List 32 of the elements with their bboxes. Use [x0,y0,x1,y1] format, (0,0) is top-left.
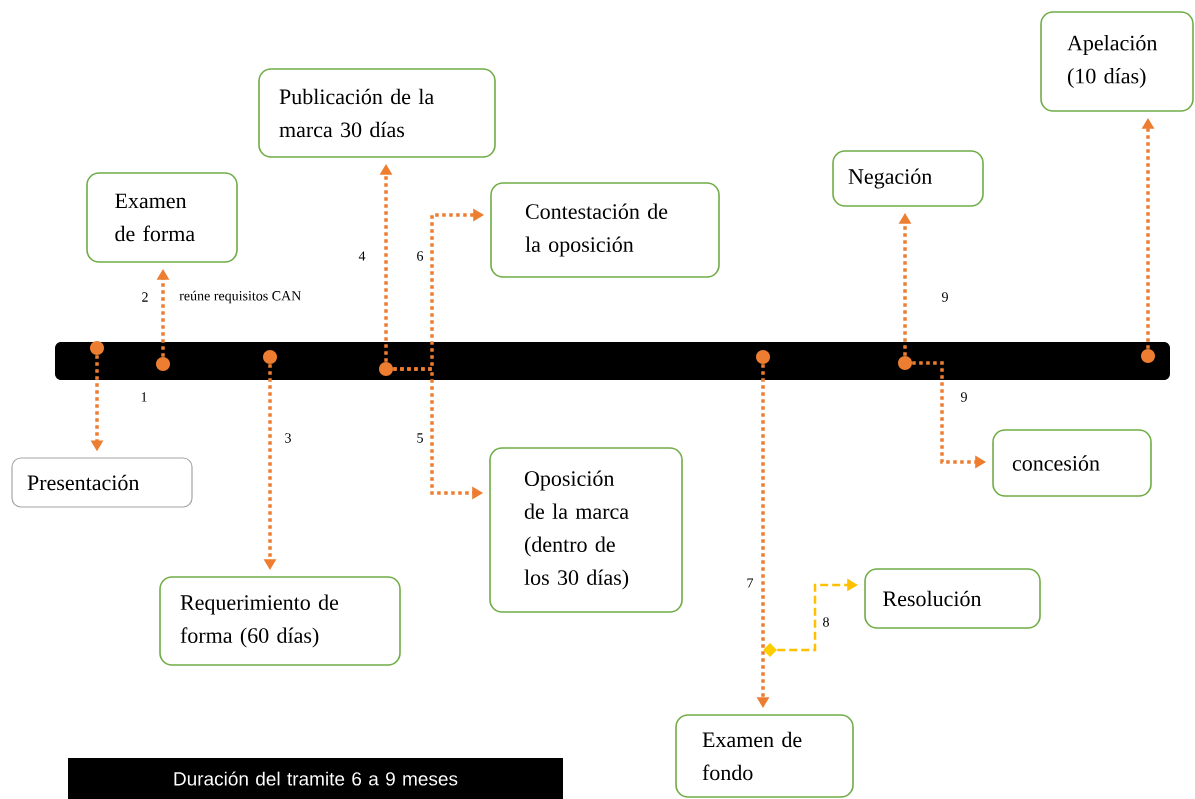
edge-label: 8 [821,616,831,628]
timeline-dot [1141,349,1155,363]
timeline-dot [156,357,170,371]
edge-label: 6 [415,250,425,262]
edge-label: 7 [745,577,755,589]
step-box: Requerimiento de forma (60 días) [159,576,401,666]
edge-label: 5 [415,432,425,444]
timeline-dot [756,350,770,364]
step-box: Examen de fondo [675,714,854,798]
timeline-dot [263,350,277,364]
timeline-dot [898,356,912,370]
step-box: Resolución [864,568,1041,629]
note-text: reúne requisitos CAN [179,290,301,304]
step-box: Negación [832,150,984,207]
junction-diamond [763,643,777,657]
edge-label: 9 [959,391,969,403]
edge-label: 3 [283,432,293,444]
step-box: Examen de forma [86,172,238,263]
timeline-dot [90,341,104,355]
edge-label: 9 [940,291,950,303]
timeline-bar [55,342,1170,380]
timeline-dot [379,362,393,376]
edge-label: 2 [140,291,150,303]
duration-banner: Duración del tramite 6 a 9 meses [68,758,563,799]
step-box: Oposición de la marca (dentro de los 30 días) [489,447,683,613]
step-box: Publicación de la marca 30 días [258,68,496,158]
step-box: concesión [992,429,1152,497]
step-box: Contestación de la oposición [490,182,720,278]
edge-label: 1 [139,391,149,403]
edge-label: 4 [357,250,367,262]
step-box: Apelación (10 días) [1040,11,1194,112]
step-box: Presentación [11,457,193,508]
